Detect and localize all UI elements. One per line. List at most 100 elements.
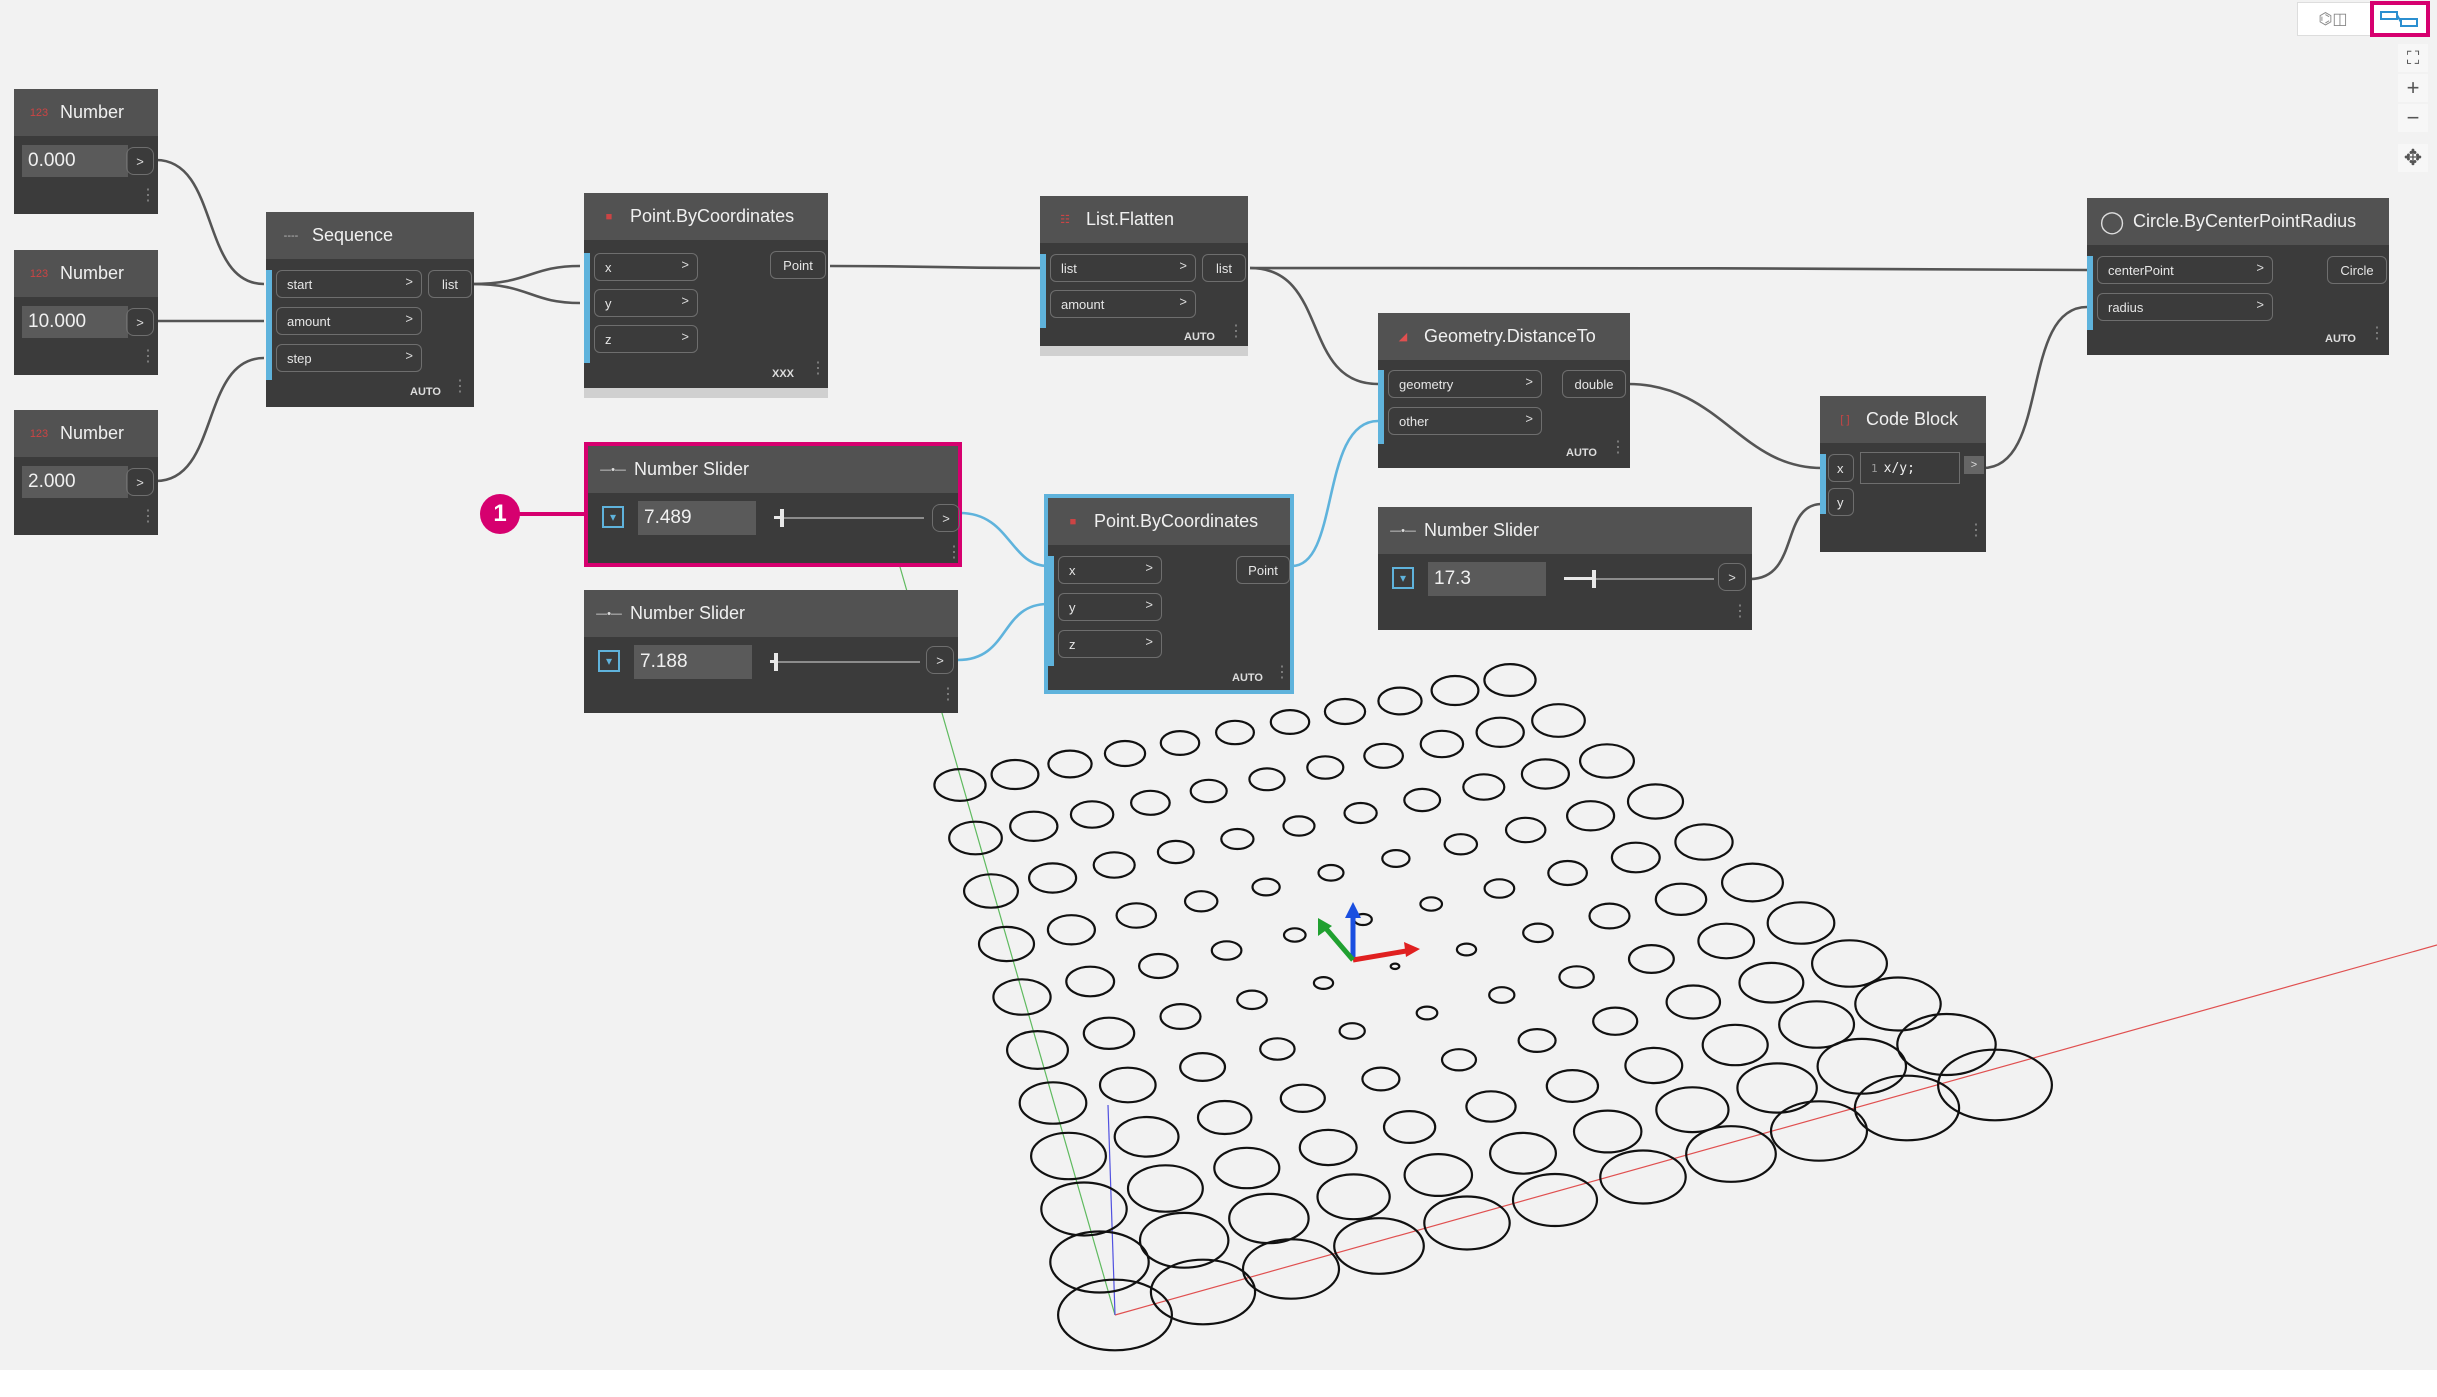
number-input[interactable]: 10.000: [22, 306, 128, 338]
input-port-x[interactable]: x>: [1058, 556, 1162, 584]
output-port[interactable]: >: [126, 147, 154, 175]
number-slider-node-3[interactable]: —•—Number Slider ▾ 17.3 > ⋮: [1378, 507, 1752, 630]
input-port-step[interactable]: step>: [276, 344, 422, 372]
distance-icon: ◢: [1398, 331, 1408, 343]
point-by-coordinates-node-2[interactable]: ■Point.ByCoordinates x> y> z> Point AUTO…: [1044, 494, 1294, 694]
input-port-y[interactable]: y>: [594, 289, 698, 317]
more-options-icon[interactable]: ⋮: [1732, 603, 1748, 620]
slider-thumb[interactable]: [779, 509, 784, 527]
slider-track[interactable]: [774, 517, 924, 519]
zoom-fit-icon[interactable]: ⛶: [2398, 44, 2428, 72]
output-port-list[interactable]: list: [428, 270, 472, 298]
node-title: Geometry.DistanceTo: [1424, 326, 1596, 346]
input-port-geometry[interactable]: geometry>: [1388, 370, 1542, 398]
output-port-list[interactable]: list: [1202, 254, 1246, 282]
output-port[interactable]: >: [126, 468, 154, 496]
sequence-node[interactable]: ----Sequence start> amount> step> list A…: [266, 212, 474, 407]
code-editor[interactable]: 1 x/y;: [1860, 452, 1960, 484]
input-port-z[interactable]: z>: [1058, 630, 1162, 658]
lacing-label[interactable]: AUTO: [2325, 333, 2356, 345]
list-flatten-node[interactable]: ☷List.Flatten list> amount> list AUTO ⋮: [1040, 196, 1248, 356]
code-text[interactable]: x/y;: [1883, 460, 1915, 476]
input-port-z[interactable]: z>: [594, 325, 698, 353]
lacing-label[interactable]: AUTO: [410, 386, 441, 398]
number-slider-node-2[interactable]: —•—Number Slider ▾ 7.188 > ⋮: [584, 590, 958, 713]
slider-thumb[interactable]: [774, 653, 778, 671]
number-input[interactable]: 2.000: [22, 466, 128, 498]
more-options-icon[interactable]: ⋮: [1274, 664, 1290, 681]
zoom-in-icon[interactable]: +: [2398, 74, 2428, 102]
preview-circle: [1082, 1016, 1136, 1051]
slider-value-input[interactable]: 17.3: [1428, 562, 1546, 596]
expand-slider-icon[interactable]: ▾: [1392, 567, 1414, 589]
preview-circle: [1259, 1037, 1296, 1061]
slider-value-input[interactable]: 7.188: [634, 645, 752, 679]
expand-slider-icon[interactable]: ▾: [598, 650, 620, 672]
preview-circle: [1419, 896, 1444, 912]
lacing-label[interactable]: AUTO: [1566, 447, 1597, 459]
slider-value-input[interactable]: 7.489: [638, 501, 756, 535]
output-port-point[interactable]: Point: [1236, 556, 1290, 584]
slider-thumb[interactable]: [1592, 570, 1596, 588]
preview-circle: [1279, 1083, 1326, 1114]
input-port-y[interactable]: y>: [1058, 593, 1162, 621]
preview-circle: [1213, 1146, 1281, 1190]
input-port-other[interactable]: other>: [1388, 407, 1542, 435]
number-input[interactable]: 0.000: [22, 145, 128, 177]
slider-track[interactable]: [770, 661, 920, 663]
node-header: —•—Number Slider: [584, 590, 958, 637]
preview-circle: [1377, 686, 1423, 716]
port-label: other: [1399, 413, 1429, 429]
preview-circle: [1317, 863, 1345, 882]
more-options-icon[interactable]: ⋮: [940, 686, 956, 703]
preview-circle: [1720, 862, 1784, 903]
lacing-label[interactable]: AUTO: [1184, 331, 1215, 343]
more-options-icon[interactable]: ⋮: [1968, 522, 1984, 539]
input-port-radius[interactable]: radius>: [2097, 293, 2273, 321]
output-port-circle[interactable]: Circle: [2327, 256, 2387, 284]
wire-slider3-y: [1749, 502, 1823, 581]
input-port-list[interactable]: list>: [1050, 254, 1196, 282]
input-port-x[interactable]: x>: [594, 253, 698, 281]
output-port-point[interactable]: Point: [770, 251, 826, 279]
input-port-y[interactable]: y: [1828, 488, 1854, 516]
output-port[interactable]: >: [126, 308, 154, 336]
node-header: ■Point.ByCoordinates: [584, 193, 828, 240]
output-port[interactable]: >: [926, 646, 954, 674]
input-port-start[interactable]: start>: [276, 270, 422, 298]
lacing-label[interactable]: AUTO: [1232, 672, 1263, 684]
preview-circle: [1129, 789, 1171, 816]
preview-circle: [1005, 1029, 1069, 1070]
output-port[interactable]: >: [1718, 563, 1746, 591]
point-by-coordinates-node-1[interactable]: ■Point.ByCoordinates x> y> z> Point XXX …: [584, 193, 828, 398]
zoom-out-icon[interactable]: −: [2398, 104, 2428, 132]
expand-slider-icon[interactable]: ▾: [602, 506, 624, 528]
number-slider-node-1[interactable]: —•—Number Slider ▾ 7.489 > ⋮: [584, 442, 962, 567]
slider-track[interactable]: [1564, 578, 1714, 580]
pan-icon[interactable]: ✥: [2398, 144, 2428, 172]
port-label: geometry: [1399, 376, 1454, 392]
input-port-x[interactable]: x: [1828, 454, 1854, 482]
input-port-center-point[interactable]: centerPoint>: [2097, 256, 2273, 284]
preview-circle: [1624, 1046, 1684, 1085]
lacing-label[interactable]: XXX: [772, 368, 795, 380]
circle-by-center-point-radius-node[interactable]: ◯Circle.ByCenterPointRadius centerPoint>…: [2087, 198, 2389, 355]
background-preview-toggle-icon[interactable]: ⌬◫: [2318, 11, 2348, 28]
output-port[interactable]: >: [1964, 456, 1984, 474]
code-block-node[interactable]: [ ]Code Block x y 1 x/y; > ⋮: [1820, 396, 1986, 552]
node-title: Number Slider: [634, 459, 750, 479]
output-port-double[interactable]: double: [1562, 370, 1626, 398]
geometry-distance-to-node[interactable]: ◢ Geometry.DistanceTo geometry> other> do…: [1378, 313, 1630, 468]
input-port-amount[interactable]: amount>: [1050, 290, 1196, 318]
graph-view-toggle-icon[interactable]: [2370, 1, 2430, 37]
preview-circle: [1475, 716, 1525, 749]
output-port[interactable]: >: [932, 504, 960, 532]
input-port-amount[interactable]: amount>: [276, 307, 422, 335]
preview-circle: [1462, 773, 1506, 801]
preview-circle: [1778, 1000, 1856, 1049]
code-block-icon: [ ]: [1840, 413, 1850, 426]
